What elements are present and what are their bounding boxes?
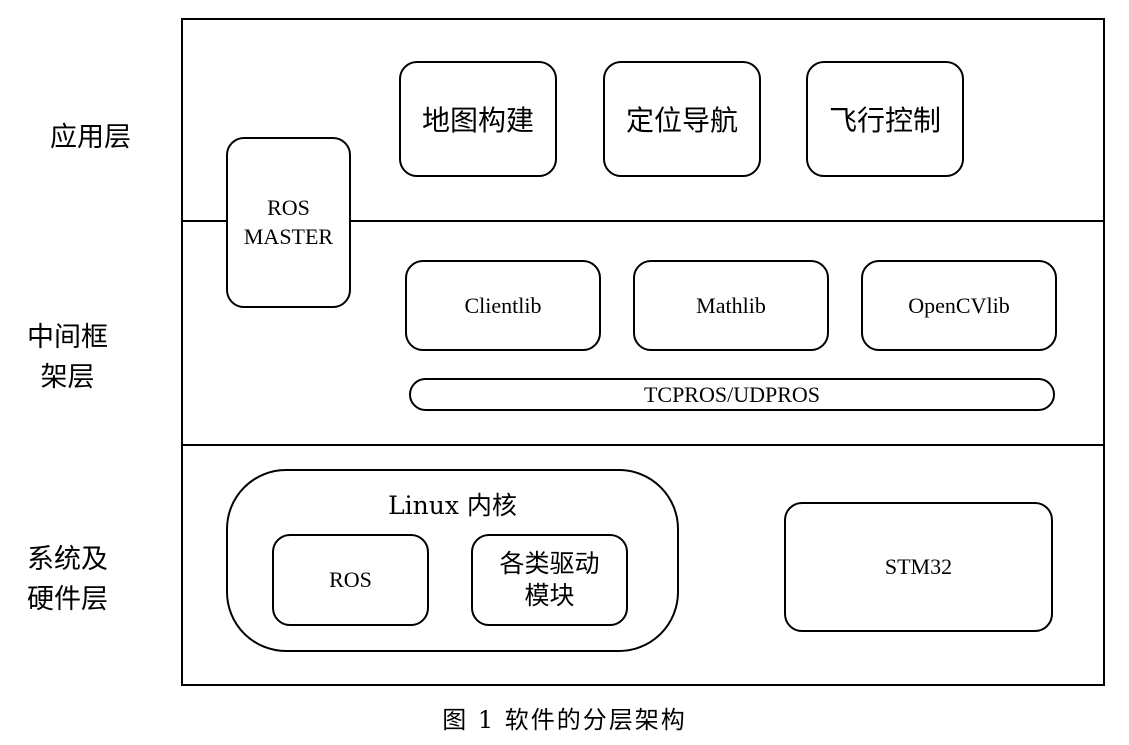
drivers-label: 各类驱动 模块 bbox=[499, 548, 600, 611]
architecture-frame bbox=[181, 18, 1105, 686]
layer-divider-top bbox=[181, 220, 1105, 222]
stm32-label: STM32 bbox=[884, 554, 953, 579]
ros-master-label: ROS MASTER bbox=[243, 194, 334, 249]
mathlib-label: Mathlib bbox=[696, 292, 766, 318]
transport-bar: TCPROS/UDPROS bbox=[409, 378, 1055, 411]
ros-module: ROS bbox=[272, 534, 429, 626]
layer-label-application: 应用层 bbox=[50, 122, 131, 153]
figure-caption: 图 1 软件的分层架构 bbox=[442, 706, 687, 734]
drivers-module: 各类驱动 模块 bbox=[471, 534, 628, 626]
stm32-module: STM32 bbox=[784, 502, 1053, 632]
flight-control-module: 飞行控制 bbox=[806, 61, 964, 177]
map-building-label: 地图构建 bbox=[421, 104, 534, 137]
mathlib-module: Mathlib bbox=[633, 260, 829, 351]
ros-master-module: ROS MASTER bbox=[226, 137, 351, 308]
linux-kernel-title: Linux 内核 bbox=[388, 491, 517, 520]
transport-label: TCPROS/UDPROS bbox=[643, 381, 821, 407]
layer-label-system: 系统及 硬件层 bbox=[27, 544, 108, 615]
layer-divider-bottom bbox=[181, 444, 1105, 446]
opencvlib-module: OpenCVlib bbox=[861, 260, 1057, 351]
map-building-module: 地图构建 bbox=[399, 61, 557, 177]
localization-navigation-label: 定位导航 bbox=[625, 104, 738, 137]
localization-navigation-module: 定位导航 bbox=[603, 61, 761, 177]
opencvlib-label: OpenCVlib bbox=[908, 292, 1010, 318]
flight-control-label: 飞行控制 bbox=[828, 104, 941, 137]
layer-label-middleware: 中间框 架层 bbox=[27, 322, 108, 393]
ros-label: ROS bbox=[329, 567, 372, 592]
clientlib-module: Clientlib bbox=[405, 260, 601, 351]
clientlib-label: Clientlib bbox=[464, 292, 542, 318]
